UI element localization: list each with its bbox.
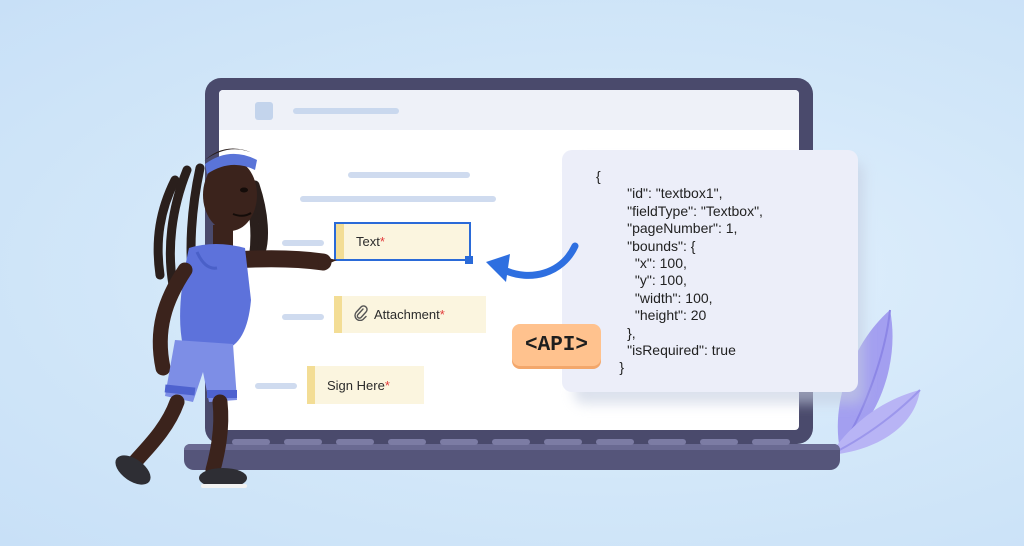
laptop-base-edge — [184, 444, 840, 450]
keyboard-key — [752, 439, 790, 445]
keyboard-key — [544, 439, 582, 445]
keyboard-key — [492, 439, 530, 445]
field-stripe — [336, 224, 344, 259]
app-title-placeholder — [293, 108, 399, 114]
keyboard-key — [284, 439, 322, 445]
code-panel — [562, 150, 858, 392]
code-line: "width": 100, — [596, 289, 713, 306]
code-line: "pageNumber": 1, — [596, 220, 738, 237]
keyboard-key — [440, 439, 478, 445]
code-line: "height": 20 — [596, 307, 707, 324]
keyboard-key — [232, 439, 270, 445]
code-line: "isRequired": true — [596, 342, 736, 359]
code-line: } — [596, 359, 625, 376]
curved-arrow-icon — [486, 242, 579, 282]
text-form-field[interactable]: Text* — [334, 222, 471, 261]
attachment-field-label: Attachment* — [374, 307, 445, 322]
text-field-label: Text* — [356, 234, 385, 249]
app-header — [219, 90, 799, 130]
field-stripe — [334, 296, 342, 333]
field-stripe — [307, 366, 315, 404]
code-line: { — [596, 168, 601, 184]
app-logo-placeholder — [255, 102, 273, 120]
document-line — [300, 196, 496, 202]
document-line — [255, 383, 297, 389]
person-illustration — [115, 148, 337, 488]
keyboard-key — [596, 439, 634, 445]
json-code-block: { "id": "textbox1", "fieldType": "Textbo… — [596, 168, 763, 377]
code-line: "x": 100, — [596, 255, 687, 272]
keyboard-key — [388, 439, 426, 445]
attachment-form-field[interactable]: Attachment* — [334, 296, 486, 333]
code-line: "id": "textbox1", — [596, 185, 723, 202]
keyboard-key — [648, 439, 686, 445]
signature-form-field[interactable]: Sign Here* — [307, 366, 424, 404]
keyboard-key — [336, 439, 374, 445]
api-badge: <API> — [512, 324, 601, 366]
code-line: }, — [596, 324, 636, 341]
code-line: "bounds": { — [596, 237, 696, 254]
resize-handle[interactable] — [465, 256, 473, 264]
document-line — [348, 172, 470, 178]
code-line: "y": 100, — [596, 272, 687, 289]
document-line — [282, 314, 324, 320]
document-line — [282, 240, 324, 246]
keyboard-key — [700, 439, 738, 445]
paperclip-icon — [354, 305, 368, 324]
code-line: "fieldType": "Textbox", — [596, 202, 763, 219]
signature-field-label: Sign Here* — [327, 377, 390, 393]
leaf-decoration — [829, 309, 921, 456]
